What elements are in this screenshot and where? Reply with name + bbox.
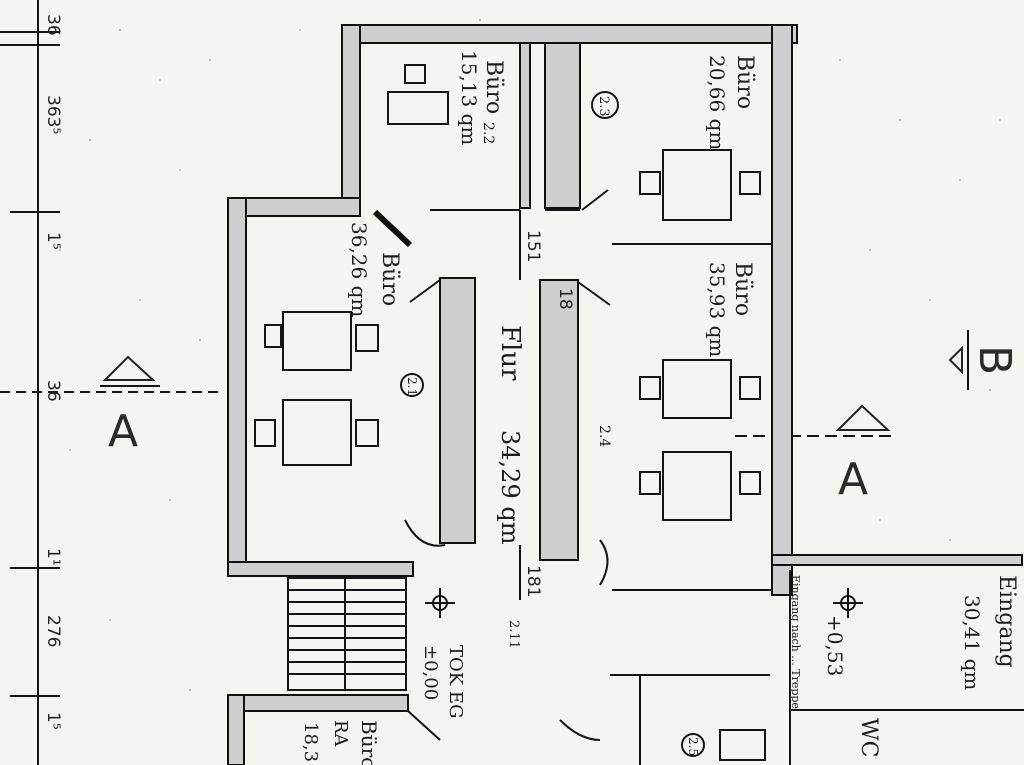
level-plus-053: +0,53	[823, 615, 847, 676]
room-buero-22: Büro 15,13 qm 2.2	[457, 50, 506, 145]
dim-left-5: 276	[43, 615, 63, 647]
room-buero-23-number: 2.3	[596, 96, 611, 117]
level-markers	[425, 588, 863, 618]
section-label-a-left: A	[108, 406, 138, 457]
dim-left-1: 363⁵	[43, 95, 63, 134]
dim-left-3: 36	[43, 380, 63, 402]
room-buero-23: Büro 20,66 qm 2.3	[591, 55, 757, 150]
room-eingang-note: Eingang nach ... Treppe	[789, 575, 802, 709]
section-label-b: B	[969, 345, 1020, 375]
room-flur-area: 34,29 qm	[496, 430, 524, 545]
corridor-width-151: 151	[523, 230, 543, 262]
scan-noise	[58, 18, 1001, 692]
section-marker-a-right: A	[735, 404, 895, 505]
section-marker-b: B	[948, 330, 1020, 390]
room-buero-lower-name: Büro	[357, 720, 381, 765]
room-buero-23-name: Büro	[732, 55, 757, 109]
room-buero-22-name: Büro	[481, 60, 506, 114]
dim-left-0: 36	[43, 14, 63, 36]
dim-left-2: 1⁵	[43, 232, 63, 250]
room-buero-lower-area: 18,3	[300, 722, 321, 762]
level-tok-value: ±0,00	[420, 645, 441, 700]
furniture	[254, 64, 766, 761]
room-eingang-name: Eingang	[994, 575, 1019, 668]
section-marker-a-left: A	[100, 355, 160, 457]
room-flur: Flur 34,29 qm	[495, 325, 525, 545]
room-buero-24-area: 35,93 qm	[705, 262, 729, 357]
staircase	[287, 577, 407, 691]
room-buero-22-area: 15,13 qm	[457, 50, 481, 145]
room-buero-lower: Büro RA 18,3	[300, 720, 381, 765]
room-buero-24: Büro 35,93 qm 2.4	[596, 262, 755, 447]
interior-walls	[407, 42, 1024, 765]
section-label-a-right: A	[838, 454, 868, 505]
room-eingang: Eingang 30,41 qm Eingang nach ... Treppe	[789, 575, 1019, 709]
room-buero-22-number: 2.2	[480, 122, 496, 144]
room-flur-name: Flur	[495, 325, 525, 381]
dim-left-6: 1⁵	[43, 712, 63, 730]
corridor-width-181: 181	[523, 565, 543, 597]
level-tok-label: TOK EG	[445, 645, 466, 718]
dimension-chain-left: 36 363⁵ 1⁵ 36 1¹ 276 1⁵	[0, 0, 220, 765]
dim-left-4: 1¹	[43, 548, 63, 566]
room-code-211: 2.11	[506, 620, 521, 649]
room-buero-21-name: Büro	[377, 252, 402, 306]
room-wc: WC 2.5	[681, 718, 881, 757]
room-buero-lower-ra: RA	[330, 720, 351, 748]
room-buero-24-name: Büro	[730, 262, 755, 316]
doors	[372, 189, 611, 741]
room-wc-name: WC	[856, 718, 881, 757]
room-buero-21-area: 36,26 qm	[347, 222, 371, 317]
exterior-walls	[227, 24, 1023, 765]
room-buero-24-number: 2.4	[596, 425, 612, 447]
room-eingang-area: 30,41 qm	[960, 595, 984, 690]
room-wc-number: 2.5	[686, 737, 700, 756]
wall-dimension-18: 18	[555, 288, 575, 310]
room-buero-21: Büro 36,26 qm 2.1	[347, 222, 424, 397]
room-buero-21-number: 2.1	[405, 377, 419, 396]
room-buero-23-area: 20,66 qm	[705, 55, 729, 150]
